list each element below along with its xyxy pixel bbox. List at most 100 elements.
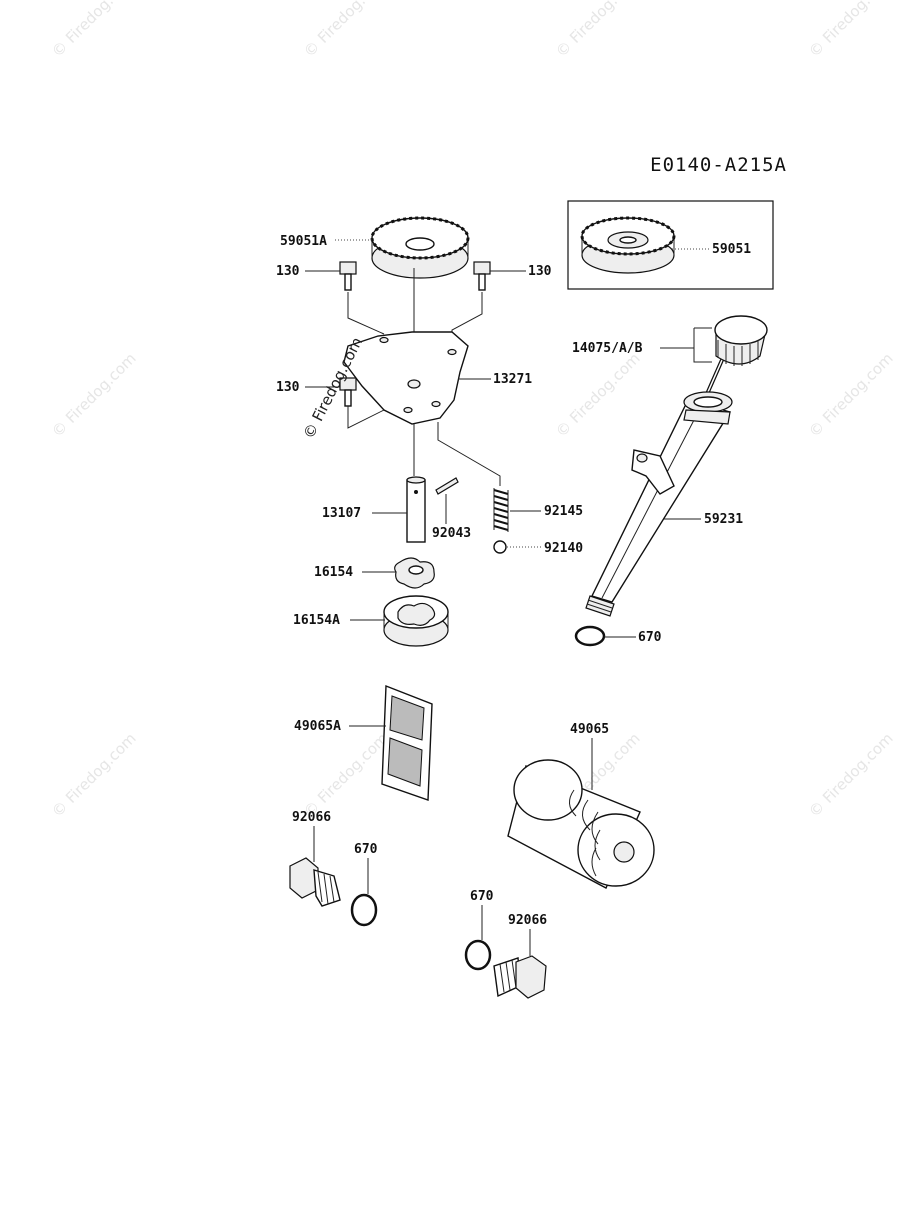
filter-flutes: [569, 789, 601, 877]
bolt-shank: [344, 389, 352, 407]
filter-back: [513, 759, 583, 821]
pin-body: [435, 477, 459, 495]
inset-box: [567, 200, 774, 290]
label-16154A: 16154A: [293, 613, 340, 628]
shaft-hole: [414, 490, 418, 494]
watermark: © Firedog.com: [48, 0, 140, 61]
spring-coils: [493, 489, 509, 531]
label-92140: 92140: [544, 541, 583, 556]
screen-49065A[interactable]: [381, 684, 433, 801]
watermark: © Firedog.com: [300, 729, 392, 821]
label-14075: 14075/A/B: [572, 341, 643, 356]
watermark: © Firedog.com: [552, 349, 644, 441]
plate-center-hole: [407, 379, 421, 389]
gear-teeth: [580, 216, 676, 256]
guide-left-bolt: [347, 292, 385, 335]
watermark: © Firedog.com: [805, 729, 897, 821]
label-130-lower: 130: [276, 380, 300, 395]
spring-92145[interactable]: [493, 488, 509, 532]
label-16154: 16154: [314, 565, 353, 580]
bolt-130-right[interactable]: [473, 261, 491, 291]
rotor-outer-lobes: [397, 602, 436, 626]
ball-92140[interactable]: [493, 540, 507, 554]
label-13271: 13271: [493, 372, 532, 387]
tube-collar: [683, 409, 731, 425]
oring-670-left[interactable]: [350, 893, 378, 927]
bolt-head: [473, 261, 491, 275]
plug-thread: [313, 869, 341, 907]
pin-92043[interactable]: [435, 477, 459, 495]
watermark: © Firedog.com: [48, 729, 140, 821]
label-59231: 59231: [704, 512, 743, 527]
bolt-shank: [478, 273, 486, 291]
bolt-130-left[interactable]: [339, 261, 357, 291]
filter-49065[interactable]: [507, 759, 655, 889]
watermark: © Firedog.com: [805, 349, 897, 441]
gear-hub: [405, 237, 435, 251]
plug-thread-lines: [317, 871, 335, 905]
label-670-tube: 670: [638, 630, 662, 645]
label-49065: 49065: [570, 722, 609, 737]
screen-mesh-top: [389, 695, 425, 741]
label-92145: 92145: [544, 504, 583, 519]
tube-mouth-inner: [693, 396, 723, 408]
watermark-pattern: © Firedog.com © Firedog.com © Firedog.co…: [48, 0, 897, 821]
plate-hole: [403, 406, 413, 414]
plate-13271[interactable]: [343, 331, 469, 425]
label-59051: 59051: [712, 242, 751, 257]
plate-hole: [431, 400, 441, 408]
watermark: © Firedog.com: [805, 0, 897, 61]
tube-59231[interactable]: [585, 391, 733, 617]
diagram-code: E0140-A215A: [650, 154, 787, 176]
label-670-right: 670: [470, 889, 494, 904]
bolt-head: [339, 261, 357, 275]
guide-spring: [437, 422, 501, 486]
plate-hole: [379, 336, 389, 344]
label-670-left: 670: [354, 842, 378, 857]
tube-edge: [601, 419, 695, 599]
rotor-16154[interactable]: [394, 557, 435, 589]
filter-center: [613, 841, 635, 863]
label-49065A: 49065A: [294, 719, 341, 734]
leader-14075: [660, 327, 712, 363]
tube-bracket-hole: [636, 453, 648, 463]
bolt-shank: [344, 273, 352, 291]
bolt-130-lower[interactable]: [339, 377, 357, 407]
label-130-right: 130: [528, 264, 552, 279]
gear-teeth: [370, 216, 470, 260]
plug-head: [515, 955, 547, 999]
rotor-inner-hub: [408, 565, 424, 575]
watermark: © Firedog.com: [48, 349, 140, 441]
label-92043: 92043: [432, 526, 471, 541]
watermark: © Firedog.com: [552, 0, 644, 61]
oring-670-tube[interactable]: [574, 625, 606, 647]
screen-mesh-bottom: [387, 737, 423, 787]
label-92066-right: 92066: [508, 913, 547, 928]
plug-92066-right[interactable]: [493, 955, 547, 999]
shaft-top: [406, 476, 426, 484]
dipstick-14075[interactable]: [698, 315, 768, 411]
oring-670-right[interactable]: [464, 939, 492, 971]
tube-thread-lines: [586, 599, 613, 613]
gear-hub: [619, 236, 637, 244]
shaft-body: [406, 479, 426, 543]
shaft-13107[interactable]: [406, 476, 426, 543]
spring-sides: [493, 488, 509, 532]
label-59051A: 59051A: [280, 234, 327, 249]
tube-body: [591, 399, 732, 603]
gear-59051[interactable]: [580, 216, 676, 274]
plug-thread-lines: [499, 959, 517, 993]
watermark: © Firedog.com: [300, 0, 392, 61]
dipstick-cap-knurl: [717, 340, 759, 366]
gear-59051A[interactable]: [370, 216, 470, 279]
label-130-left: 130: [276, 264, 300, 279]
plate-hole: [447, 348, 457, 356]
rotor-16154A[interactable]: [383, 595, 449, 647]
label-13107: 13107: [322, 506, 361, 521]
label-92066-left: 92066: [292, 810, 331, 825]
plug-head: [289, 857, 319, 899]
dipstick-cap-top: [714, 315, 768, 345]
plug-92066-left[interactable]: [289, 857, 341, 907]
